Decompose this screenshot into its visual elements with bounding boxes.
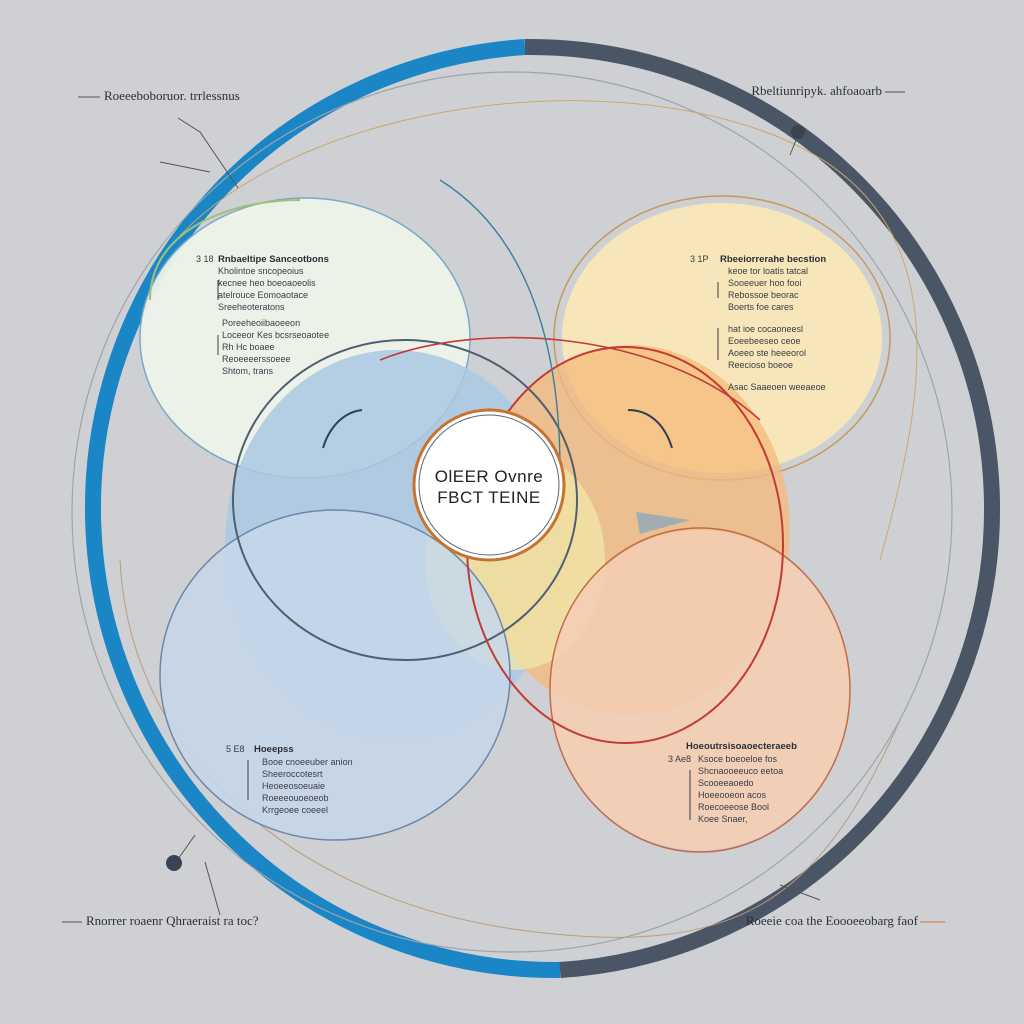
block-line: Sheeroccotesrt: [262, 769, 323, 779]
corner-label-bottom-right: Roeeie coa the Eoooeeobarg faof: [746, 913, 919, 928]
block-line: Poreeheoiibaoeeon: [222, 318, 300, 328]
corner-label-bottom-left: Rnorrer roaenr Qhraeraist ra toc?: [86, 913, 259, 928]
center-label-line2: FBCT TEINE: [437, 488, 541, 507]
lobe-bottom-left-outline: [159, 509, 511, 841]
block-line: Aoeeo ste heeeorol: [728, 348, 806, 358]
block-line: Rh Hc boaee: [222, 342, 275, 352]
block-line: Krrgeoee coeeel: [262, 805, 328, 815]
block-line: atelrouce Eomoaotace: [218, 290, 308, 300]
block-line: Loceeor Kes bcsrseoaotee: [222, 330, 329, 340]
loop-red-top-arc: [379, 336, 761, 421]
lobe-bottom-right-outline: [549, 527, 851, 853]
pointer-line-icon: [779, 884, 821, 901]
block-line: Heoeeosoeuaie: [262, 781, 325, 791]
block-line: Booe cnoeeuber anion: [262, 757, 353, 767]
block-line: Reoeeeerssoeee: [222, 354, 291, 364]
block-line: Reecioso boeoe: [728, 360, 793, 370]
text-block-bottom-right: 3 Ae8 Hoeoutrsisoaoecteraeeb Ksoce boeoe…: [668, 741, 797, 824]
block-line: kecnee heo boeoaoeolis: [218, 278, 316, 288]
text-block-bottom-left: 5 E8 Hoeepss Booe cnoeeuber anion Sheero…: [226, 744, 353, 815]
block-footer: Asac Saaeoen weeaeoe: [728, 382, 826, 392]
arc-mark-right: [627, 409, 673, 449]
pointer-line-icon: [204, 861, 221, 916]
lobe-bottom-left: [160, 510, 510, 840]
nodes-dot-icon: [791, 125, 805, 139]
block-line: Roeeeouoeoeob: [262, 793, 329, 803]
block-line: Roecoeeose Bool: [698, 802, 769, 812]
block-title: Rbeeiorrerahe becstion: [720, 254, 826, 265]
block-line: Ksoce boeoeloe fos: [698, 754, 778, 764]
block-bullet: 5 E8: [226, 744, 245, 754]
block-line: Eoeebeeseo ceoe: [728, 336, 801, 346]
wedge-mark: [636, 512, 690, 534]
pointer-line-icon: [177, 117, 239, 189]
block-title: Hoeepss: [254, 744, 294, 755]
nodes-dot-icon: [166, 855, 182, 871]
outer-ring-dark: [524, 38, 1001, 978]
lobe-top-left-green-edge: [149, 199, 301, 301]
block-bullet: 3 1P: [690, 254, 709, 264]
block-line: keoe tor loatis tatcal: [728, 266, 808, 276]
block-line: Boerts foe cares: [728, 302, 794, 312]
block-line: Scooeeaoedo: [698, 778, 754, 788]
text-block-top-left: 3 18 Rnbaeltipe Sanceotbons Kholintoe sn…: [196, 254, 329, 376]
corner-label-top-right: Rbeltiunripyk. ahfoaoarb: [751, 83, 882, 98]
block-bullet: 3 Ae8: [668, 754, 691, 764]
center-circle-inner-ring: [418, 414, 560, 556]
pointer-line-icon: [159, 161, 211, 173]
loop-teal-cross: [439, 179, 561, 471]
block-line: Sreeheoteratons: [218, 302, 285, 312]
block-line: hat ioe cocaoneesl: [728, 324, 803, 334]
block-bullet: 3 18: [196, 254, 214, 264]
arc-mark-left: [322, 409, 363, 449]
block-line: Koee Snaer,: [698, 814, 748, 824]
block-line: Rebossoe beorac: [728, 290, 799, 300]
thin-orbit-line: [159, 100, 918, 561]
block-line: Sooeeuer hoo fooi: [728, 278, 802, 288]
block-line: Hoeeooeon acos: [698, 790, 767, 800]
block-line: Shtom, trans: [222, 366, 274, 376]
block-line: Kholintoe sncopeoius: [218, 266, 304, 276]
text-block-top-right: 3 1P Rbeeiorrerahe becstion keoe tor loa…: [690, 254, 826, 392]
center-circle: [412, 408, 566, 562]
loop-left-outline: [232, 339, 578, 661]
block-title: Rnbaeltipe Sanceotbons: [218, 254, 329, 265]
inner-thin-ring: [71, 71, 953, 953]
center-label-line1: OlEER Ovnre: [435, 467, 543, 486]
corner-label-top-left: Roeeeboboruor. trrlessnus: [104, 88, 240, 103]
block-line: Shcnaooeeuco eetoa: [698, 766, 783, 776]
block-title: Hoeoutrsisoaoecteraeeb: [686, 741, 797, 752]
